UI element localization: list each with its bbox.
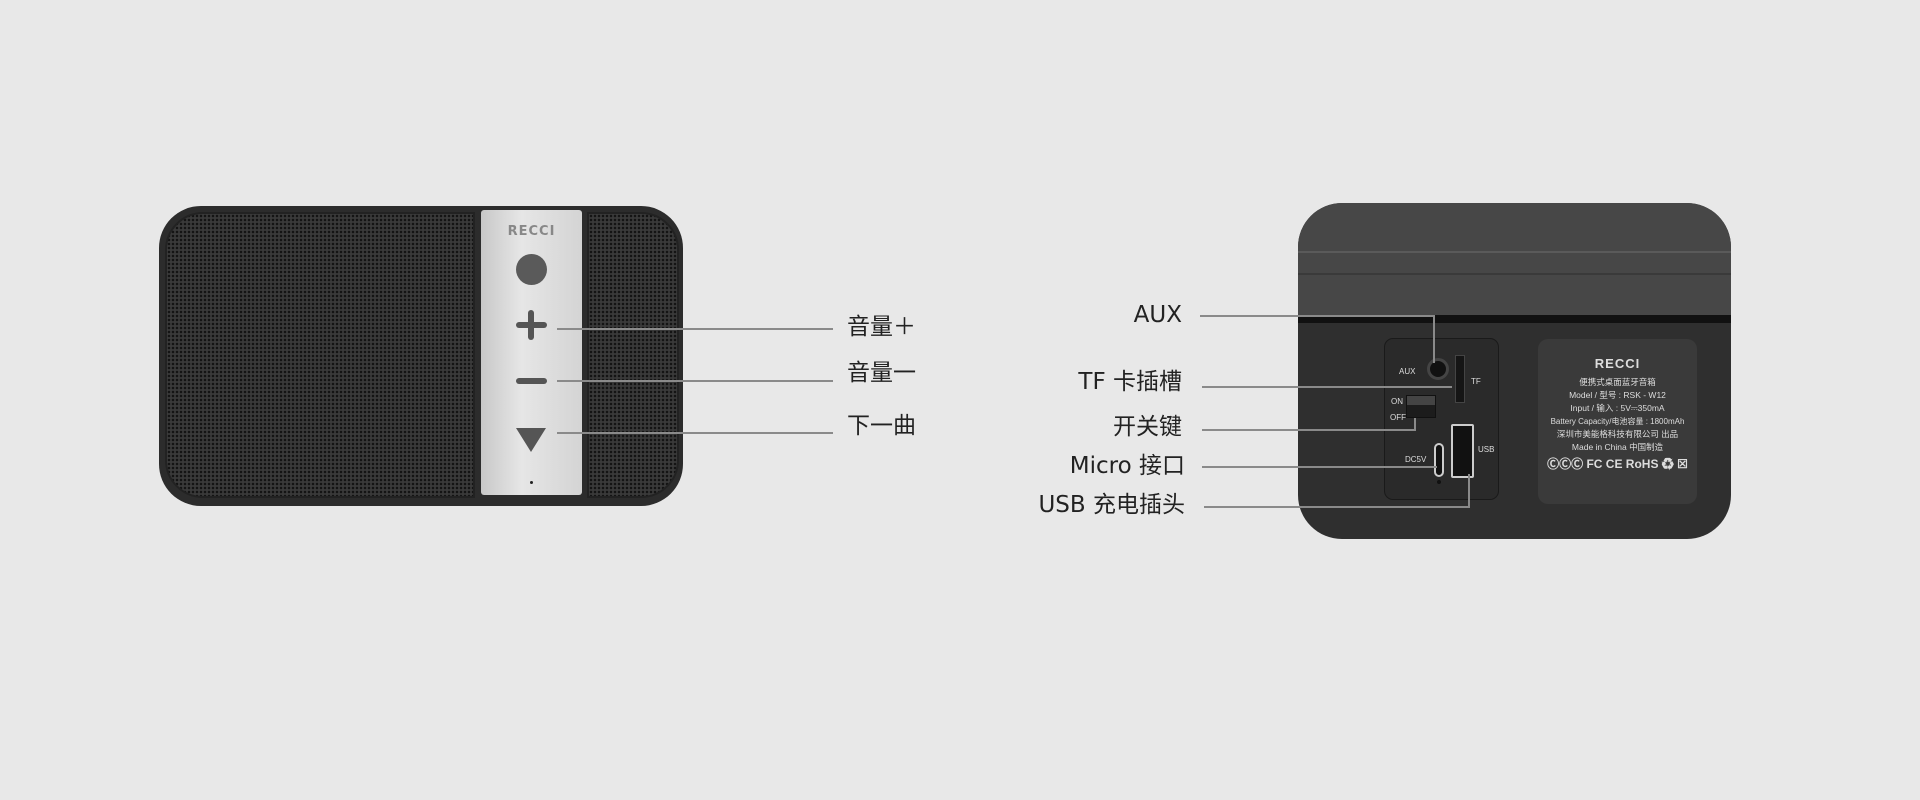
left-grille: [165, 212, 475, 498]
label-power-switch: 开关键: [1113, 414, 1182, 440]
aux-mark: AUX: [1399, 367, 1416, 376]
on-mark: ON: [1391, 397, 1403, 406]
plate-line: 便携式桌面蓝牙音箱: [1579, 377, 1656, 387]
micro-usb-port[interactable]: [1434, 443, 1444, 477]
plate-line: 深圳市美能格科技有限公司 出品: [1556, 429, 1679, 439]
label-tf-slot: TF 卡插槽: [1078, 369, 1182, 395]
info-plate: RECCI 便携式桌面蓝牙音箱 Model / 型号 : RSK - W12 I…: [1538, 339, 1697, 504]
cert-icons: ⒸⒸⒸ FC CE RoHS ♻ ☒: [1547, 457, 1688, 471]
volume-up-button[interactable]: [516, 310, 547, 340]
brand-logo: RECCI: [507, 224, 556, 239]
speaker-front: RECCI: [159, 206, 683, 506]
usb-port[interactable]: [1451, 424, 1474, 478]
usb-mark: USB: [1478, 445, 1495, 454]
plate-line: Battery Capacity/电池容量 : 1800mAh: [1550, 417, 1685, 426]
mic-hole: [530, 481, 533, 484]
off-mark: OFF: [1390, 413, 1406, 422]
right-grille: [587, 212, 679, 498]
plate-brand: RECCI: [1594, 356, 1641, 371]
power-button[interactable]: [516, 254, 547, 285]
plate-line: Made in China 中国制造: [1571, 442, 1664, 452]
power-switch[interactable]: [1406, 395, 1436, 418]
dc-mark: DC5V: [1405, 455, 1427, 464]
speaker-back: AUX TF ON OFF DC5V USB RECCI 便携式桌面蓝牙音箱 M…: [1298, 203, 1731, 539]
volume-down-button[interactable]: [516, 378, 547, 384]
tf-slot[interactable]: [1455, 355, 1465, 403]
label-micro-port: Micro 接口: [1069, 453, 1185, 479]
label-volume-down: 音量一: [847, 360, 916, 386]
aux-jack[interactable]: [1427, 358, 1449, 380]
label-usb-charge: USB 充电插头: [1038, 492, 1185, 518]
label-aux: AUX: [1133, 302, 1182, 328]
plate-line: Model / 型号 : RSK - W12: [1569, 390, 1666, 400]
next-track-button[interactable]: [516, 428, 546, 452]
label-volume-up: 音量＋: [847, 314, 916, 340]
port-panel: AUX TF ON OFF DC5V USB: [1384, 338, 1499, 500]
tf-mark: TF: [1471, 377, 1481, 386]
label-next-track: 下一曲: [847, 413, 916, 439]
button-panel: RECCI: [481, 210, 582, 495]
plate-line: Input / 输入 : 5V⎓350mA: [1570, 403, 1665, 413]
